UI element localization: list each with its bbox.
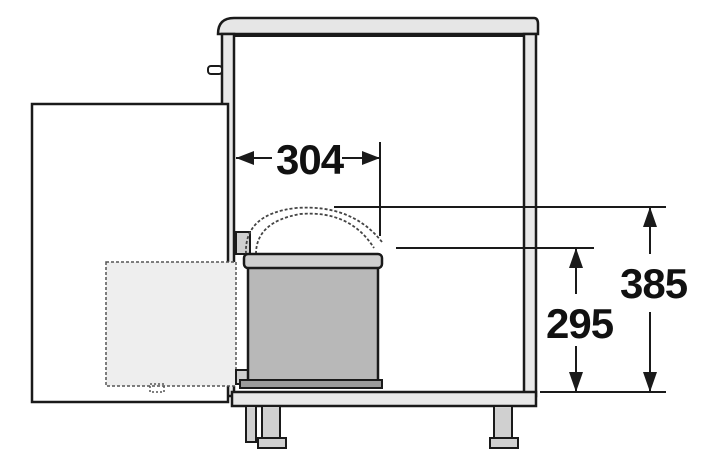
inner-height-label: 295 (546, 300, 614, 347)
outer-height-label: 385 (620, 260, 688, 307)
extended-drawer-ghost (105, 261, 237, 393)
countertop (216, 16, 540, 36)
outer-height-dimension: 385 (334, 206, 689, 393)
waste-bin (239, 206, 384, 389)
cabinet-feet (245, 405, 519, 449)
depth-dimension-label: 304 (276, 136, 345, 183)
inner-height-dimension: 295 (396, 247, 615, 392)
depth-dimension: 304 (236, 136, 381, 236)
